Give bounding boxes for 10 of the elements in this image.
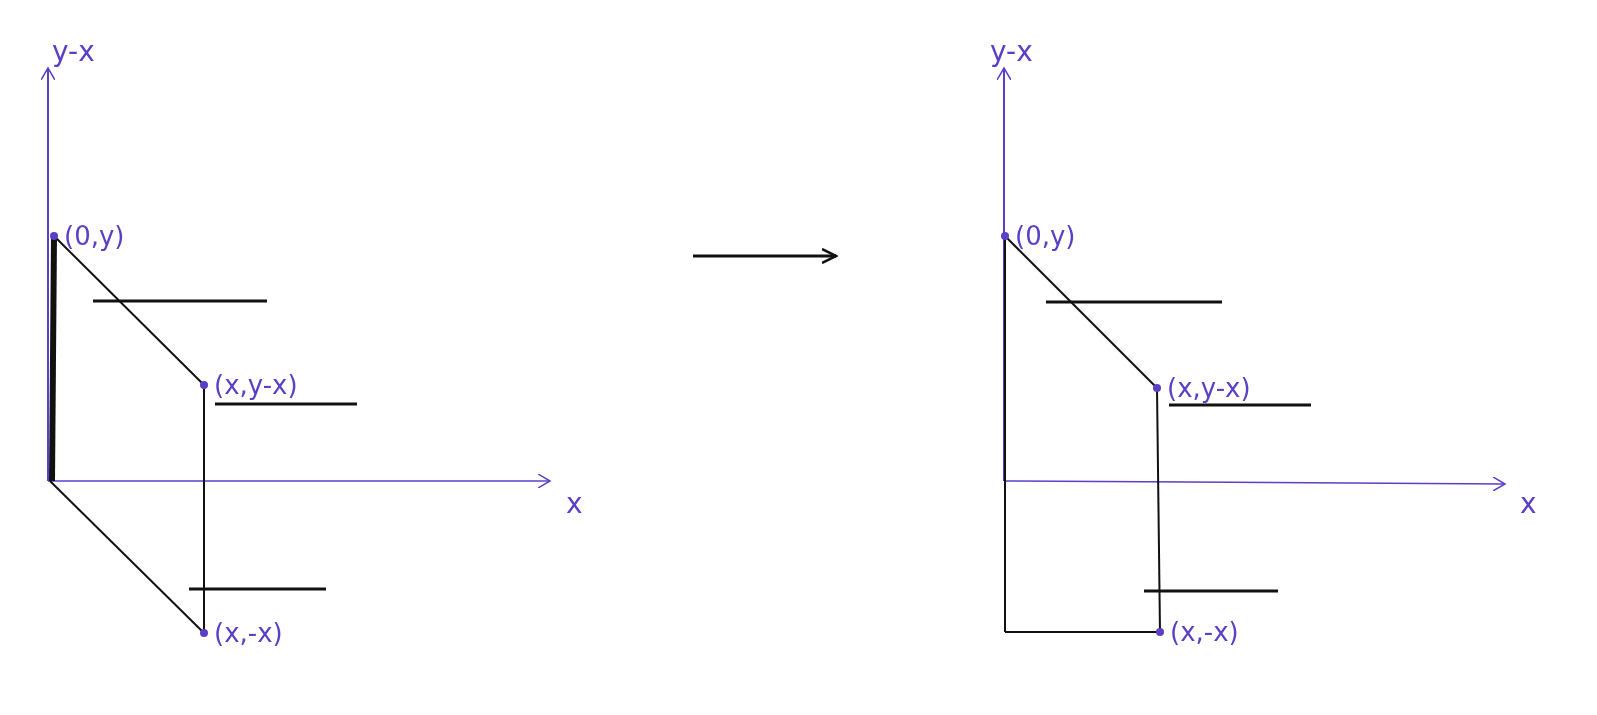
coordinate-label: (x,-x) [214,618,283,648]
coordinate-label: (x,-x) [1170,617,1239,647]
coordinate-label: (0,y) [1015,221,1076,251]
coordinate-label: (x,y-x) [214,370,298,400]
coordinate-label: (x,y-x) [1167,373,1251,403]
axis-label: y-x [990,36,1033,68]
axis-label: x [566,488,583,520]
coordinate-label: (0,y) [64,221,125,251]
axis-label: x [1520,488,1537,520]
axis-label: y-x [52,36,95,68]
